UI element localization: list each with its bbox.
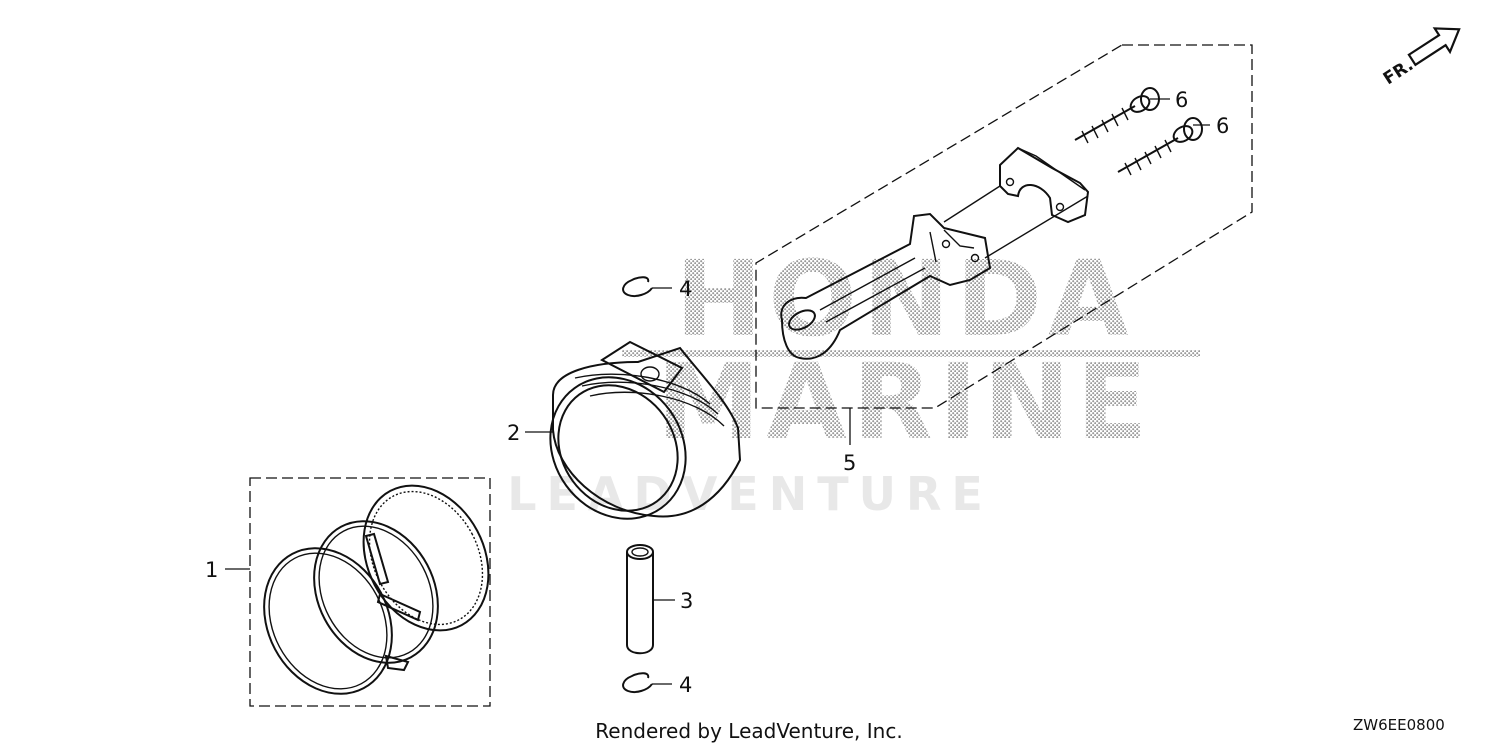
watermark-divider (622, 350, 1200, 357)
callout-piston-rings: 1 (205, 558, 218, 582)
callout-connecting-rod: 5 (843, 451, 856, 475)
piston (549, 340, 742, 520)
connecting-rod (780, 212, 992, 360)
connecting-rod-cap (999, 146, 1090, 224)
callout-clip-top: 4 (679, 277, 692, 301)
watermark-brand-line2: MARINE (657, 341, 1154, 463)
callout-piston: 2 (507, 421, 520, 445)
bolt-upper (1074, 87, 1160, 144)
footer-credit: Rendered by LeadVenture, Inc. (595, 719, 902, 743)
clip-top (622, 276, 653, 298)
callout-clip-bottom: 4 (679, 673, 692, 697)
watermark: HONDA MARINE LEADVENTURE (507, 238, 1200, 521)
watermark-brand-line1: HONDA (675, 238, 1134, 360)
clip-bottom (622, 672, 653, 694)
footer-diagram-code: ZW6EE0800 (1353, 716, 1445, 734)
direction-arrow-icon (1407, 27, 1461, 67)
callout-bolt-lower: 6 (1216, 114, 1229, 138)
bolt-lower (1117, 117, 1203, 176)
watermark-sub-line: LEADVENTURE (507, 467, 993, 521)
callout-piston-pin: 3 (680, 589, 693, 613)
piston-rings (263, 484, 490, 695)
leader-lines (225, 98, 1210, 685)
direction-indicator: FR. (1380, 27, 1461, 89)
connecting-rod-group-box (755, 44, 1253, 409)
callout-bolt-upper: 6 (1175, 88, 1188, 112)
piston-pin (626, 544, 654, 655)
piston-rings-group-box (249, 477, 491, 707)
